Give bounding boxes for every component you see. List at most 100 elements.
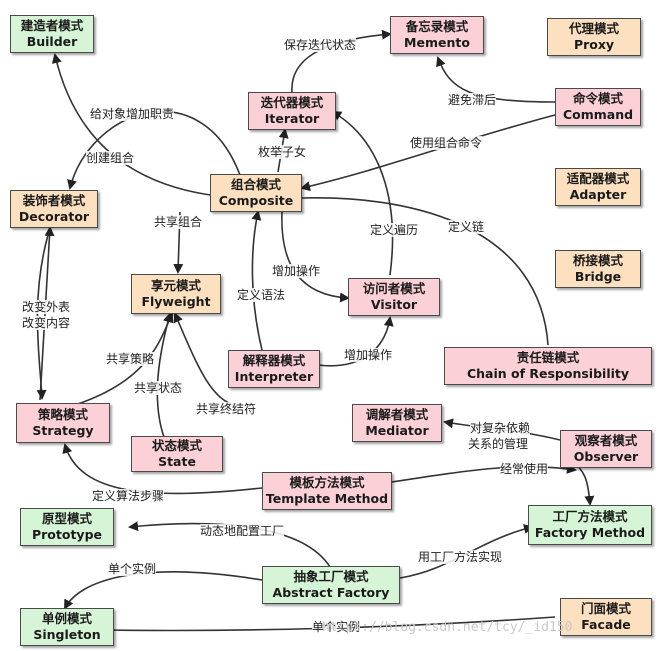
node-builder: 建造者模式 Builder <box>10 15 94 53</box>
node-abstract-factory-en: Abstract Factory <box>272 585 390 600</box>
edge-label-define-algo-steps: 定义算法步骤 <box>92 489 165 503</box>
node-mediator: 调解者模式 Mediator <box>352 404 442 442</box>
node-prototype-zh: 原型模式 <box>41 511 92 526</box>
node-singleton: 单例模式 Singleton <box>20 608 114 646</box>
node-state: 状态模式 State <box>131 436 223 472</box>
edge-label-add-operation-1: 增加操作 <box>272 264 321 278</box>
node-decorator-zh: 装饰者模式 <box>22 193 86 208</box>
edge-composite-builder <box>51 53 211 196</box>
edge-label-enum-children: 枚举子女 <box>258 145 307 159</box>
node-adapter-en: Adapter <box>569 187 627 202</box>
node-factory-method-en: Factory Method <box>534 525 646 540</box>
node-flyweight: 享元模式 Flyweight <box>131 274 221 314</box>
node-interpreter: 解释器模式 Interpreter <box>228 350 320 388</box>
node-facade: 门面模式 Facade <box>560 598 652 636</box>
node-flyweight-en: Flyweight <box>141 294 211 309</box>
node-builder-en: Builder <box>26 34 78 49</box>
edge-label-share-state: 共享状态 <box>134 381 183 395</box>
node-memento-en: Memento <box>404 35 470 50</box>
node-decorator: 装饰者模式 Decorator <box>10 190 98 228</box>
node-interpreter-en: Interpreter <box>234 369 314 384</box>
node-flyweight-zh: 享元模式 <box>150 278 201 293</box>
edge-command-memento <box>436 56 556 103</box>
edge-label-share-terminal: 共享终结符 <box>196 402 257 416</box>
node-adapter: 适配器模式 Adapter <box>555 168 641 206</box>
edge-label-use-composite-cmd: 使用组合命令 <box>410 136 483 150</box>
node-abstract-factory: 抽象工厂模式 Abstract Factory <box>262 566 400 604</box>
edge-interpreter-composite <box>251 210 263 351</box>
node-chain-en: Chain of Responsibility <box>466 366 630 381</box>
node-prototype: 原型模式 Prototype <box>20 508 114 546</box>
node-iterator: 迭代器模式 Iterator <box>248 92 336 130</box>
edge-visitor-iterator <box>331 110 394 276</box>
node-proxy: 代理模式 Proxy <box>547 18 641 56</box>
node-observer-en: Observer <box>573 449 639 464</box>
edge-label-impl-factory-method: 用工厂方法实现 <box>418 550 503 564</box>
node-command-zh: 命令模式 <box>572 91 623 106</box>
node-composite: 组合模式 Composite <box>210 174 302 212</box>
node-strategy-en: Strategy <box>32 423 94 438</box>
edge-state-flyweight <box>156 312 173 441</box>
node-builder-zh: 建造者模式 <box>20 18 84 33</box>
node-factory-method: 工厂方法模式 Factory Method <box>528 505 652 545</box>
node-observer-zh: 观察者模式 <box>574 433 638 448</box>
node-template: 模板方法模式 Template Method <box>262 472 392 510</box>
node-mediator-zh: 调解者模式 <box>365 407 429 422</box>
node-memento-zh: 备忘录模式 <box>405 19 469 34</box>
node-iterator-zh: 迭代器模式 <box>260 95 324 110</box>
node-visitor-zh: 访问者模式 <box>362 281 426 296</box>
edge-label-change-appearance: 改变外表 <box>22 300 71 314</box>
node-command-en: Command <box>562 107 634 122</box>
node-strategy-zh: 策略模式 <box>37 407 88 422</box>
node-singleton-en: Singleton <box>33 627 101 642</box>
node-factory-method-zh: 工厂方法模式 <box>552 509 628 524</box>
edge-label-single-instance-1: 单个实例 <box>108 562 157 576</box>
node-bridge-zh: 桥接模式 <box>572 253 623 268</box>
node-state-en: State <box>158 454 196 469</box>
node-facade-en: Facade <box>581 617 631 632</box>
node-bridge-en: Bridge <box>574 269 622 284</box>
edge-command-composite <box>300 114 556 192</box>
edge-strategy-decorator <box>39 226 55 401</box>
node-template-en: Template Method <box>265 491 389 506</box>
node-chain: 责任链模式 Chain of Responsibility <box>444 347 652 385</box>
edge-label-add-operation-2: 增加操作 <box>344 348 393 362</box>
edge-label-share-composite: 共享组合 <box>154 215 203 229</box>
edge-label-save-iter-state: 保存迭代状态 <box>284 38 357 52</box>
node-proxy-en: Proxy <box>573 37 615 52</box>
node-command: 命令模式 Command <box>555 88 641 126</box>
edge-label-change-content: 改变内容 <box>22 316 71 330</box>
edge-label-avoid-lag: 避免滞后 <box>448 93 497 107</box>
node-visitor-en: Visitor <box>370 297 418 312</box>
edge-label-manage-complex-2: 关系的管理 <box>468 437 529 451</box>
node-proxy-zh: 代理模式 <box>568 21 619 36</box>
node-iterator-en: Iterator <box>264 111 320 126</box>
edge-interpreter-flyweight <box>173 312 236 406</box>
edge-label-add-duty: 给对象增加职责 <box>90 107 175 121</box>
node-mediator-en: Mediator <box>365 423 429 438</box>
edge-label-define-grammar: 定义语法 <box>237 288 286 302</box>
edge-label-single-instance-2: 单个实例 <box>312 620 361 634</box>
edge-abstract-singleton <box>64 571 263 610</box>
node-strategy: 策略模式 Strategy <box>16 403 110 443</box>
edge-composite-chain <box>301 197 549 346</box>
edge-label-define-traverse: 定义遍历 <box>370 223 419 237</box>
node-composite-zh: 组合模式 <box>230 177 281 192</box>
node-decorator-en: Decorator <box>18 209 90 224</box>
node-visitor: 访问者模式 Visitor <box>348 278 440 316</box>
node-composite-en: Composite <box>218 193 294 208</box>
edge-label-share-strategy: 共享策略 <box>106 352 155 366</box>
node-prototype-en: Prototype <box>31 527 103 542</box>
node-memento: 备忘录模式 Memento <box>390 16 484 54</box>
node-chain-zh: 责任链模式 <box>516 350 580 365</box>
node-observer: 观察者模式 Observer <box>560 430 652 468</box>
edge-label-define-chain: 定义链 <box>448 220 485 234</box>
edge-label-manage-complex-1: 对复杂依赖 <box>470 421 531 435</box>
node-interpreter-zh: 解释器模式 <box>242 353 306 368</box>
node-singleton-zh: 单例模式 <box>41 611 92 626</box>
edge-template-factory <box>391 463 577 483</box>
node-bridge: 桥接模式 Bridge <box>555 250 641 288</box>
edge-label-create-composite: 创建组合 <box>86 151 135 165</box>
edge-label-often-use: 经常使用 <box>500 462 549 476</box>
watermark-text: https://blog.csdn.net/tcy/_id150 <box>322 620 573 635</box>
